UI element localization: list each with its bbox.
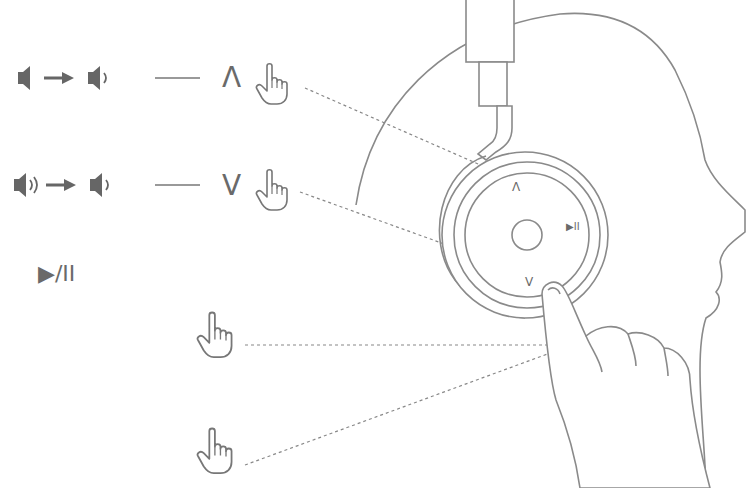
ear-cup [439, 152, 608, 318]
volume-up-symbol: Λ [222, 64, 241, 92]
volume-up-icons [18, 66, 200, 90]
earcup-play-mark: ▶II [566, 222, 580, 232]
volume-down-icons [14, 173, 200, 197]
earcup-up-mark: Λ [512, 181, 520, 193]
play-pause-symbol: ▶/II [38, 263, 75, 285]
finger-icon [198, 429, 232, 474]
head-outline [356, 13, 745, 488]
earcup-down-mark: V [525, 276, 533, 288]
finger-icon [256, 64, 287, 104]
volume-down-symbol: V [222, 172, 241, 200]
pressing-hand [542, 282, 710, 488]
finger-icon [256, 170, 287, 210]
headband [466, 0, 514, 160]
finger-icon [198, 313, 232, 358]
